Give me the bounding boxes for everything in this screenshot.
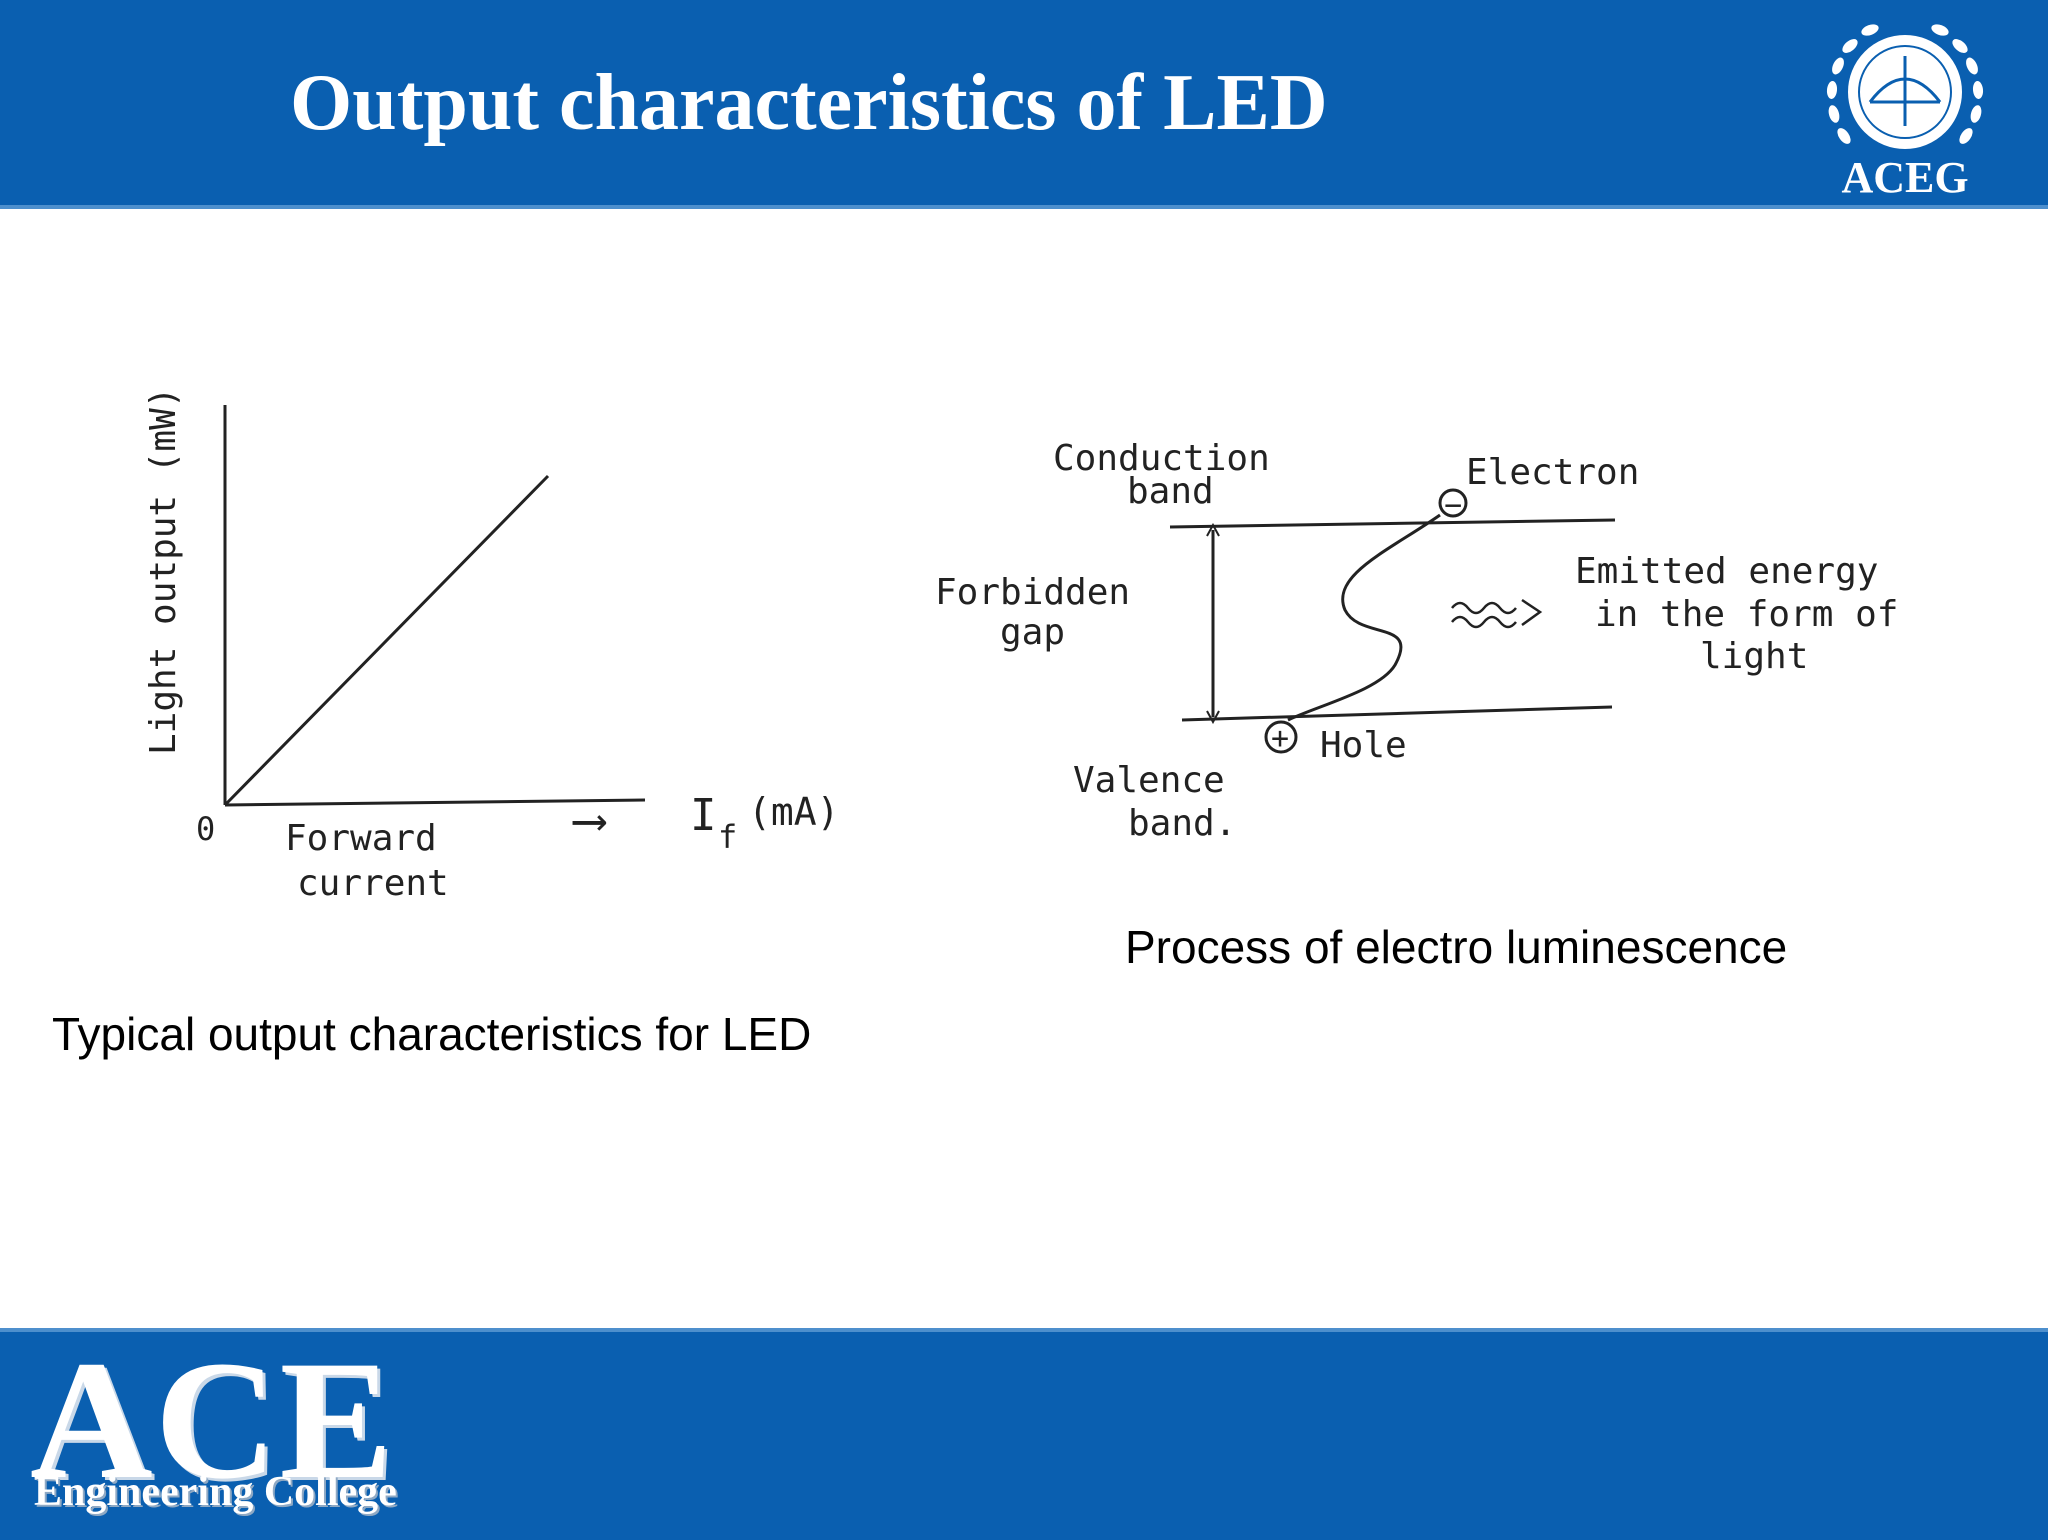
output-characteristic-graph bbox=[223, 405, 646, 807]
footer-band bbox=[0, 1328, 2048, 1540]
x-axis bbox=[224, 798, 646, 807]
footer-logo-ace: ACE bbox=[30, 1326, 395, 1514]
characteristic-line bbox=[223, 474, 550, 807]
y-axis-label: Light output (mW) bbox=[143, 387, 184, 755]
aceg-logo: ACEG bbox=[1826, 24, 1984, 202]
valence-band-label-line1: Valence bbox=[1073, 760, 1225, 801]
bow-arrow-icon bbox=[1868, 56, 1942, 126]
forbidden-gap-label-line2: gap bbox=[1000, 612, 1065, 653]
x-axis-unit: (mA) bbox=[748, 790, 840, 834]
emitted-energy-label-line2: in the form of bbox=[1595, 594, 1898, 635]
header-band bbox=[0, 0, 2048, 209]
emitted-light-wave-icon bbox=[1451, 598, 1543, 629]
recombination-path bbox=[1287, 513, 1441, 722]
energy-band-diagram bbox=[1169, 488, 1616, 754]
emitted-energy-label-line1: Emitted energy bbox=[1575, 551, 1878, 592]
conduction-band-line bbox=[1169, 518, 1616, 529]
laurel-wreath-icon bbox=[1826, 24, 1984, 144]
valence-band-label-line2: band. bbox=[1128, 803, 1236, 844]
valence-band-line bbox=[1181, 705, 1613, 722]
electron-symbol: − bbox=[1444, 488, 1462, 523]
hole-circle bbox=[1264, 720, 1298, 754]
x-axis-arrow: ⟶ bbox=[572, 792, 607, 848]
output-characteristics-caption: Typical output characteristics for LED bbox=[52, 1008, 812, 1060]
conduction-band-label-line2: band bbox=[1127, 471, 1214, 512]
emitted-energy-label-line3: light bbox=[1700, 636, 1808, 677]
electroluminescence-caption: Process of electro luminescence bbox=[1125, 921, 1788, 973]
electron-circle bbox=[1438, 488, 1468, 518]
conduction-band-label-line1: Conduction bbox=[1053, 438, 1270, 479]
x-axis-label-line1: Forward bbox=[285, 818, 437, 859]
slide-title: Output characteristics of LED bbox=[290, 59, 1328, 147]
footer-logo-college: Engineering College bbox=[34, 1469, 397, 1515]
electron-label: Electron bbox=[1466, 452, 1639, 493]
hole-label: Hole bbox=[1320, 725, 1407, 766]
forbidden-gap-label-line1: Forbidden bbox=[935, 572, 1130, 613]
x-axis-symbol: I bbox=[690, 790, 717, 841]
x-axis-label-line2: current bbox=[297, 863, 449, 904]
aceg-logo-text: ACEG bbox=[1841, 153, 1968, 202]
x-axis-symbol-subscript: f bbox=[718, 818, 737, 856]
origin-label: 0 bbox=[196, 810, 215, 848]
hole-symbol: + bbox=[1271, 721, 1289, 756]
